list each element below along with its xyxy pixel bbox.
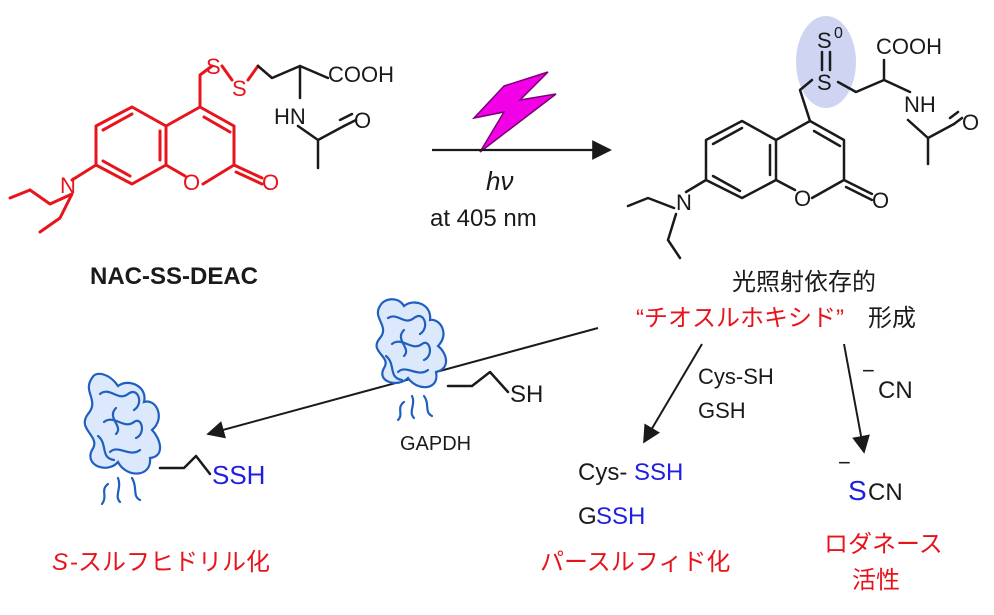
- right-scn-rest: CN: [868, 479, 903, 506]
- reactant-amide-oxygen: O: [354, 108, 371, 133]
- product-label-quoted: “チオスルホキシド”: [636, 305, 844, 332]
- reactant-hn: HN: [274, 104, 306, 129]
- reactant-carbonyl-oxygen: O: [262, 170, 279, 195]
- product-sulfur: S: [817, 70, 832, 95]
- gapdh-protein-icon: [375, 298, 448, 422]
- gapdh-ssh-protein-icon: [83, 372, 162, 506]
- middle-product-1-ssh: SSH: [634, 459, 683, 486]
- product-label-suffix: 形成: [868, 305, 916, 332]
- gapdh-sh: SH: [510, 381, 543, 408]
- reactant-cooh: COOH: [328, 62, 394, 87]
- right-cn-charge: −: [862, 358, 875, 383]
- reactant-amine-n: N: [60, 173, 76, 198]
- middle-product-1-prefix: Cys-: [578, 459, 627, 486]
- arrow-to-thiocyanate: [843, 343, 870, 454]
- right-label-1: ロダネース: [824, 531, 943, 558]
- lightning-icon: [471, 71, 557, 153]
- right-scn-charge: −: [838, 450, 851, 475]
- left-ssh: SSH: [212, 460, 265, 490]
- reactant-sulfur-2: S: [232, 76, 247, 101]
- hv-label: hν: [486, 166, 513, 196]
- left-label-rest: -スルフヒドリル化: [70, 549, 270, 576]
- product-label: 光照射依存的 “チオスルホキシド” 形成: [636, 269, 916, 332]
- middle-reagent-1: Cys-SH: [698, 364, 774, 389]
- middle-reagent-2: GSH: [698, 398, 746, 423]
- right-cn: CN: [878, 377, 913, 404]
- product-sulfur-top: S: [817, 28, 832, 53]
- middle-product-2-ssh: SSH: [596, 503, 645, 530]
- left-label-italic: S: [52, 549, 68, 576]
- reactant-coumarin-core: [8, 64, 264, 234]
- path-middle: Cys-SH GSH Cys- SSH G SSH パースルフィド化: [540, 343, 774, 576]
- product-ring-oxygen: O: [794, 186, 811, 211]
- right-label-2: 活性: [852, 567, 900, 594]
- product-nh: NH: [904, 92, 936, 117]
- product-label-line1: 光照射依存的: [732, 269, 876, 296]
- reactant-sulfur-1: S: [206, 54, 221, 79]
- product-charge: 0: [834, 25, 843, 42]
- reactant-ring-oxygen: O: [183, 170, 200, 195]
- reactant-molecule: N O O S S COOH HN O NAC-SS-DEAC: [8, 54, 394, 290]
- gapdh-label: GAPDH: [400, 433, 471, 455]
- gapdh-ssh-linker: [158, 454, 212, 476]
- middle-label: パースルフィド化: [540, 549, 730, 576]
- product-skeleton: [626, 50, 964, 260]
- middle-product-2-prefix: G: [578, 503, 597, 530]
- product-amide-oxygen: O: [962, 110, 979, 135]
- path-right: − CN − S CN ロダネース 活性: [824, 343, 943, 594]
- path-left: SH GAPDH SSH S -スルフヒドリル化: [52, 298, 599, 576]
- reactant-name: NAC-SS-DEAC: [90, 263, 258, 290]
- product-cooh: COOH: [876, 34, 942, 59]
- arrow-to-persulfide: [643, 343, 703, 444]
- right-scn-s: S: [848, 475, 867, 506]
- wavelength-label: at 405 nm: [430, 205, 537, 232]
- product-amine-n: N: [676, 190, 692, 215]
- gapdh-linker: [446, 370, 510, 394]
- reaction-arrow: hν at 405 nm: [430, 71, 612, 232]
- product-molecule: N O O S 0 S COOH NH O: [626, 16, 979, 260]
- product-carbonyl-oxygen: O: [872, 188, 889, 213]
- reactant-nac-backbone: [256, 64, 358, 170]
